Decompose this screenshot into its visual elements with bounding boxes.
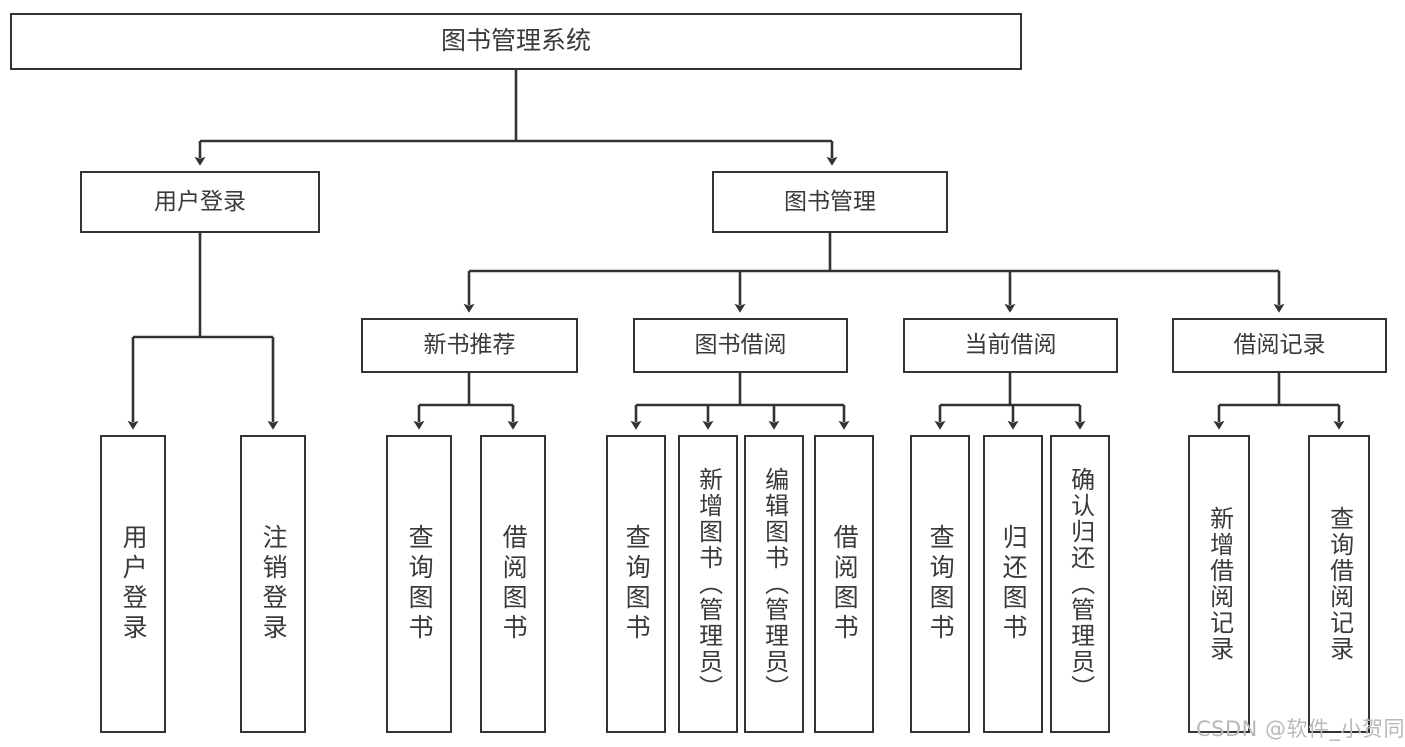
leaf-query-book-borrow-label: 查询图书 xyxy=(622,524,652,644)
node-book-management[interactable]: 图书管理 xyxy=(712,171,948,233)
leaf-query-book-recommend-label: 查询图书 xyxy=(405,524,435,644)
node-book-borrow[interactable]: 图书借阅 xyxy=(633,318,848,373)
leaf-edit-book-admin[interactable]: 编辑图书（管理员） xyxy=(744,435,804,733)
leaf-query-borrow-record[interactable]: 查询借阅记录 xyxy=(1308,435,1370,733)
node-borrow-record-label: 借阅记录 xyxy=(1233,332,1326,359)
leaf-confirm-return-admin-label: 确认归还（管理员） xyxy=(1066,467,1095,701)
csdn-watermark: CSDN @软件_小贺同学 xyxy=(1196,717,1405,741)
node-book-management-label: 图书管理 xyxy=(784,188,876,215)
leaf-borrow-book-label: 借阅图书 xyxy=(830,524,860,644)
leaf-borrow-book[interactable]: 借阅图书 xyxy=(814,435,874,733)
node-root-label: 图书管理系统 xyxy=(440,26,591,56)
leaf-query-borrow-record-label: 查询借阅记录 xyxy=(1325,506,1354,662)
leaf-edit-book-admin-label: 编辑图书（管理员） xyxy=(760,467,789,701)
node-root[interactable]: 图书管理系统 xyxy=(10,13,1022,70)
leaf-add-book-admin-label: 新增图书（管理员） xyxy=(694,467,723,701)
leaf-query-book-current-label: 查询图书 xyxy=(926,524,956,644)
node-current-borrow-label: 当前借阅 xyxy=(964,332,1057,359)
leaf-user-login[interactable]: 用户登录 xyxy=(100,435,166,733)
leaf-query-book-borrow[interactable]: 查询图书 xyxy=(606,435,666,733)
leaf-add-book-admin[interactable]: 新增图书（管理员） xyxy=(678,435,738,733)
node-borrow-record[interactable]: 借阅记录 xyxy=(1172,318,1387,373)
leaf-query-book-recommend[interactable]: 查询图书 xyxy=(386,435,452,733)
leaf-borrow-book-recommend-label: 借阅图书 xyxy=(499,524,529,644)
leaf-logout-login[interactable]: 注销登录 xyxy=(240,435,306,733)
leaf-add-borrow-record[interactable]: 新增借阅记录 xyxy=(1188,435,1250,733)
node-new-book-recommend-label: 新书推荐 xyxy=(423,332,516,359)
leaf-borrow-book-recommend[interactable]: 借阅图书 xyxy=(480,435,546,733)
node-user-login-label: 用户登录 xyxy=(154,188,246,215)
leaf-return-book[interactable]: 归还图书 xyxy=(983,435,1043,733)
node-book-borrow-label: 图书借阅 xyxy=(694,332,787,359)
node-current-borrow[interactable]: 当前借阅 xyxy=(903,318,1118,373)
leaf-add-borrow-record-label: 新增借阅记录 xyxy=(1205,506,1234,662)
leaf-user-login-label: 用户登录 xyxy=(119,524,149,644)
leaf-confirm-return-admin[interactable]: 确认归还（管理员） xyxy=(1050,435,1110,733)
leaf-logout-login-label: 注销登录 xyxy=(259,524,289,644)
leaf-return-book-label: 归还图书 xyxy=(999,524,1029,644)
leaf-query-book-current[interactable]: 查询图书 xyxy=(910,435,970,733)
node-user-login[interactable]: 用户登录 xyxy=(80,171,320,233)
node-new-book-recommend[interactable]: 新书推荐 xyxy=(361,318,578,373)
